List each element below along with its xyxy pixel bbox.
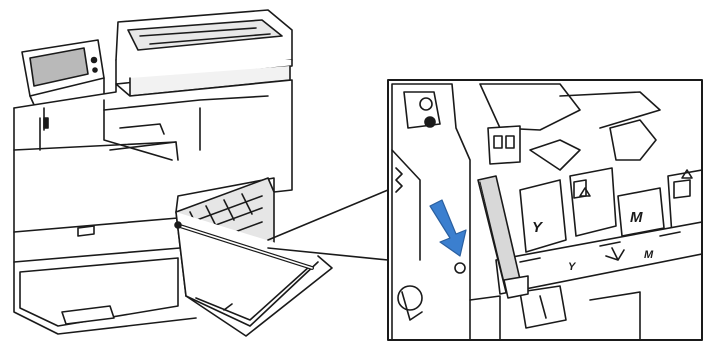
open-side-door [176, 178, 332, 336]
magenta-slot-label: M [644, 249, 654, 261]
cleaning-rod-handle [504, 276, 528, 298]
callout-lines [268, 190, 388, 260]
printer [14, 10, 332, 336]
door-handle [78, 226, 94, 236]
magenta-cartridge-label: M [630, 209, 643, 226]
power-button-icon [93, 68, 97, 72]
usb-port-icon [44, 118, 48, 128]
home-button-icon [92, 58, 97, 63]
yellow-cartridge [520, 180, 566, 252]
